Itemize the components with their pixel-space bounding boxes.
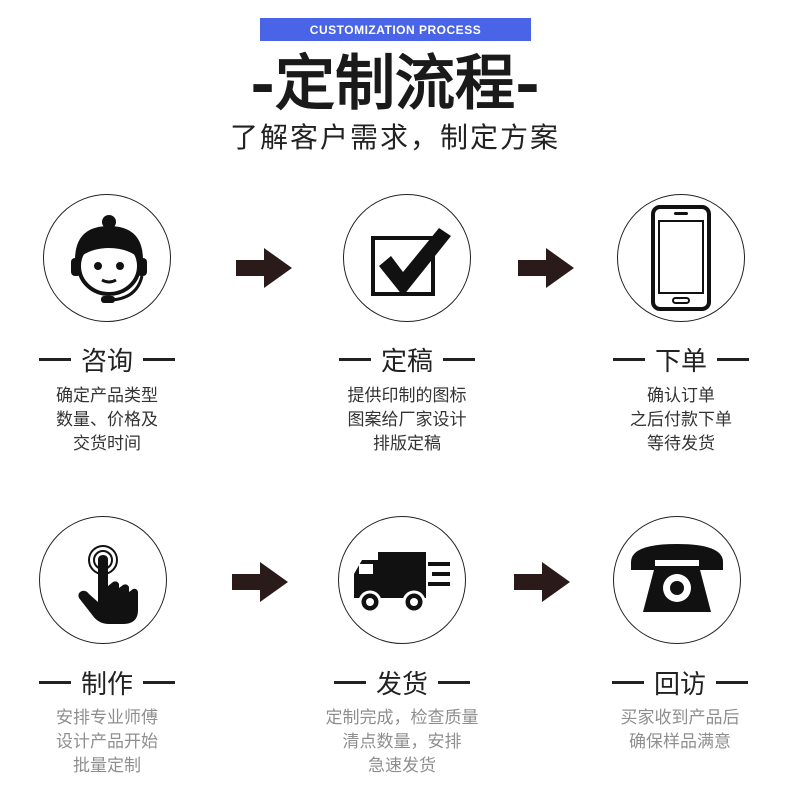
step-desc-order: 确认订单之后付款下单等待发货 <box>630 386 732 454</box>
customer-service-icon <box>71 215 147 303</box>
arrow-icon <box>514 562 570 602</box>
step-desc-consult: 确定产品类型数量、价格及交货时间 <box>56 386 158 454</box>
checkbox-check-icon <box>371 228 451 296</box>
step-revisit-circle <box>613 516 741 644</box>
page-title: -定制流程- <box>250 49 540 119</box>
arrow-icon <box>236 248 292 288</box>
step-desc-revisit: 买家收到产品后确保样品满意 <box>620 708 740 752</box>
step-desc-ship: 定制完成，检查质量清点数量，安排急速发货 <box>325 708 479 776</box>
step-label-finalize: 定稿 <box>297 341 517 377</box>
step-label-revisit: 回访 <box>570 664 790 700</box>
step-desc-finalize: 提供印制的图标图案给厂家设计排版定稿 <box>347 386 467 454</box>
arrow-icon <box>518 248 574 288</box>
header-banner: CUSTOMIZATION PROCESS <box>260 18 531 41</box>
step-produce-circle <box>39 516 167 644</box>
step-desc-produce: 安排专业师傅设计产品开始批量定制 <box>56 708 158 776</box>
step-label-order: 下单 <box>571 341 790 377</box>
step-label-ship: 发货 <box>292 664 512 700</box>
delivery-truck-icon <box>354 552 450 614</box>
step-label-consult: 咨询 <box>0 341 217 377</box>
hand-tap-icon <box>78 545 138 624</box>
telephone-icon <box>631 544 723 612</box>
arrow-icon <box>232 562 288 602</box>
step-order-circle <box>617 194 745 322</box>
step-label-produce: 制作 <box>0 664 217 700</box>
page-subtitle: 了解客户需求，制定方案 <box>229 121 560 154</box>
step-consult-circle <box>43 194 171 322</box>
step-finalize-circle <box>343 194 471 322</box>
smartphone-icon <box>651 205 711 311</box>
step-ship-circle <box>338 516 466 644</box>
